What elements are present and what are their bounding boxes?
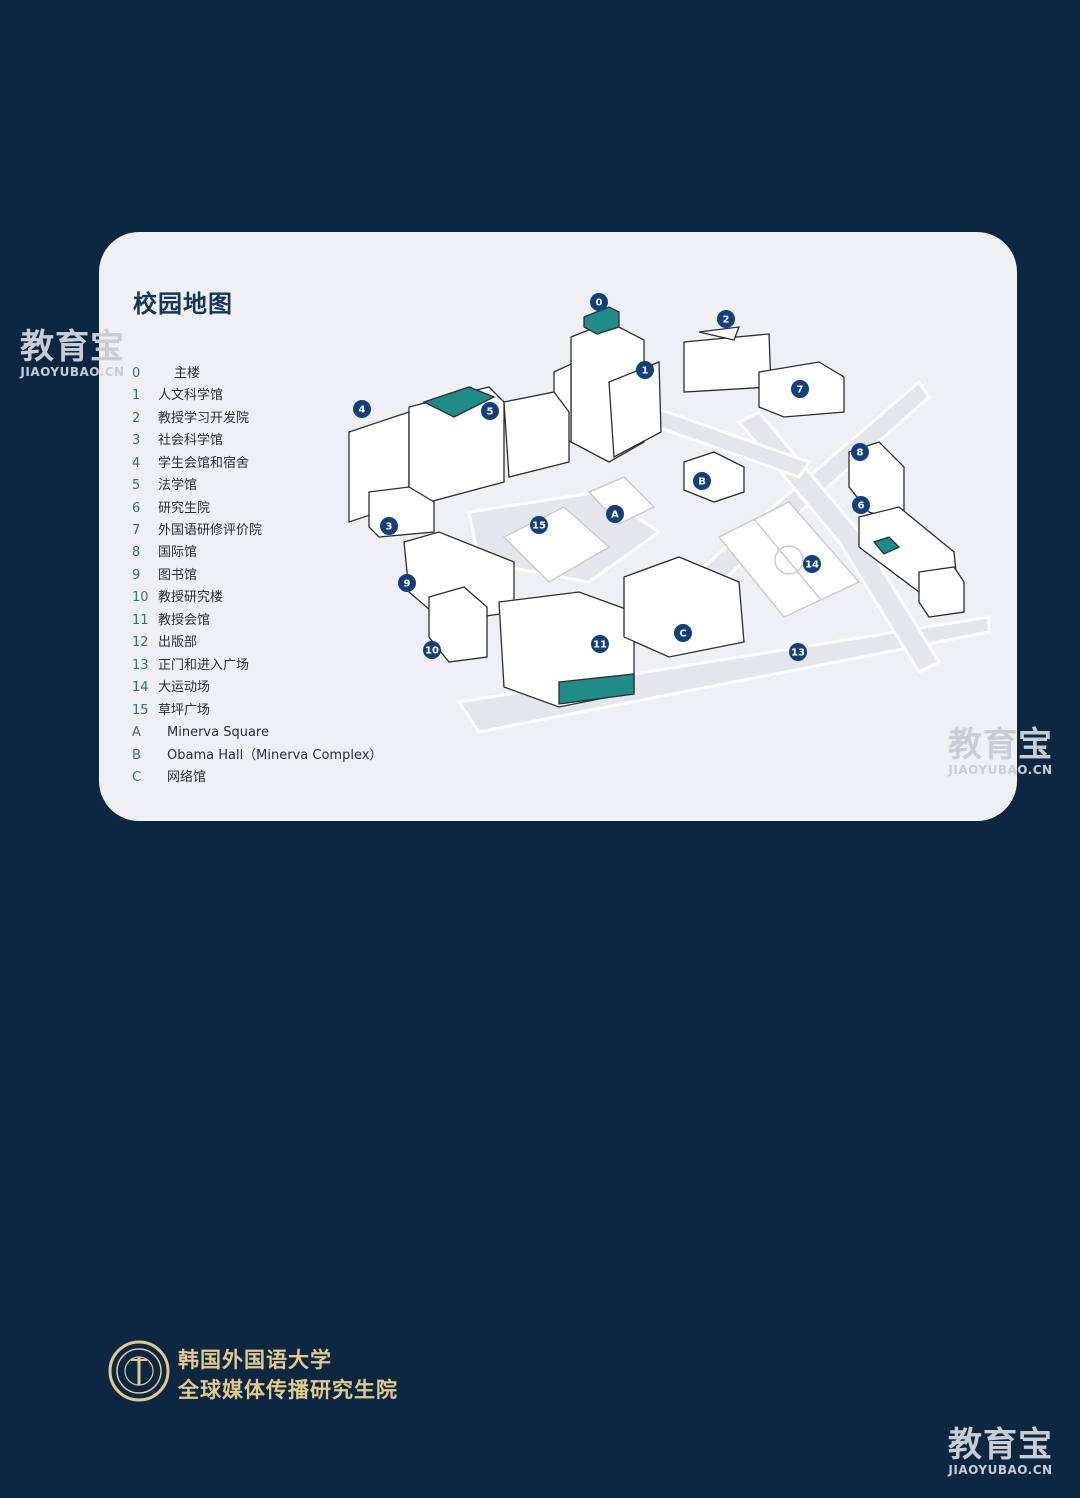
marker-7[interactable]: 7 [791, 380, 809, 398]
marker-C[interactable]: C [674, 624, 692, 642]
svg-text:15: 15 [532, 521, 546, 532]
legend-label: 草坪广场 [158, 703, 211, 718]
legend-label: 外国语研修评价院 [158, 523, 263, 538]
marker-B[interactable]: B [693, 472, 711, 490]
legend-label: 出版部 [158, 635, 198, 650]
campus-map-card: 校园地图 0 主楼 1 人文科学馆 2 教授学习开发院 3 社会科学馆 4 学生会馆和宿舍… [99, 232, 1017, 821]
legend-key: 11 [132, 613, 149, 628]
legend-key: 3 [132, 433, 141, 448]
marker-5[interactable]: 5 [481, 402, 499, 420]
marker-9[interactable]: 9 [398, 574, 416, 592]
legend-key: 12 [132, 635, 149, 650]
marker-A[interactable]: A [606, 505, 624, 523]
legend-label: 网络馆 [167, 770, 207, 785]
legend-key: 15 [132, 703, 149, 718]
marker-10[interactable]: 10 [423, 641, 441, 659]
legend-key: 1 [132, 388, 141, 403]
legend-label: 教授会馆 [158, 613, 211, 628]
map-markers: 0 1 2 3 4 5 6 7 8 9 10 11 13 14 15 A B C [353, 293, 870, 661]
legend-label: 主楼 [174, 366, 201, 381]
legend-label: 图书馆 [158, 568, 198, 583]
legend-label: 教授学习开发院 [158, 411, 250, 426]
watermark-cn: 教育宝 [948, 725, 1053, 765]
watermark-en: JIAOYUBAO.CN [20, 365, 125, 379]
svg-text:11: 11 [593, 640, 607, 651]
watermark-cn: 教育宝 [20, 327, 125, 367]
svg-text:C: C [679, 629, 686, 640]
map-title: 校园地图 [133, 290, 233, 318]
map-buildings [348, 306, 965, 708]
svg-text:9: 9 [404, 579, 411, 590]
watermark: 教育宝 JIAOYUBAO.CN [20, 330, 125, 378]
svg-text:13: 13 [791, 648, 805, 659]
campus-map-illustration: 0 1 2 3 4 5 6 7 8 9 10 11 13 14 15 A B C [348, 293, 991, 734]
legend-key: 0 [132, 366, 141, 381]
svg-text:1: 1 [642, 366, 649, 377]
legend-key: 5 [132, 478, 141, 493]
svg-text:5: 5 [487, 407, 494, 418]
footer-school-name: 全球媒体传播研究生院 [178, 1378, 398, 1402]
marker-15[interactable]: 15 [530, 516, 548, 534]
watermark: 教育宝 JIAOYUBAO.CN [948, 1428, 1053, 1476]
legend-label: 国际馆 [158, 545, 198, 560]
legend-label: 研究生院 [158, 501, 211, 516]
svg-text:10: 10 [425, 646, 439, 657]
marker-11[interactable]: 11 [591, 635, 609, 653]
svg-text:2: 2 [723, 315, 730, 326]
svg-text:4: 4 [359, 405, 366, 416]
legend-key: 4 [132, 456, 141, 471]
marker-3[interactable]: 3 [380, 517, 398, 535]
legend-label: 大运动场 [158, 680, 211, 695]
svg-text:6: 6 [858, 501, 865, 512]
footer-university-name: 韩国外国语大学 [178, 1348, 332, 1372]
marker-6[interactable]: 6 [852, 496, 870, 514]
watermark-cn: 教育宝 [948, 1425, 1053, 1465]
svg-text:8: 8 [857, 448, 864, 459]
legend-key: 7 [132, 523, 141, 538]
svg-text:7: 7 [797, 385, 804, 396]
svg-text:14: 14 [805, 560, 819, 571]
legend-label: 社会科学馆 [158, 433, 224, 448]
legend-label: 正门和进入广场 [158, 658, 250, 673]
svg-text:3: 3 [386, 522, 393, 533]
legend-label: 教授研究楼 [158, 590, 224, 605]
legend-key: 13 [132, 658, 149, 673]
university-seal-icon [108, 1340, 170, 1402]
legend-key: 6 [132, 501, 141, 516]
legend-key: B [132, 748, 141, 763]
legend-label: Minerva Square [167, 725, 269, 740]
legend-key: 9 [132, 568, 141, 583]
watermark-en: JIAOYUBAO.CN [948, 763, 1053, 777]
svg-text:B: B [698, 477, 706, 488]
legend-key: 8 [132, 545, 141, 560]
marker-0[interactable]: 0 [590, 293, 608, 311]
legend-label: Obama Hall（Minerva Complex） [167, 748, 383, 763]
legend-key: A [132, 725, 141, 740]
marker-13[interactable]: 13 [789, 643, 807, 661]
svg-text:A: A [611, 510, 619, 521]
marker-1[interactable]: 1 [636, 361, 654, 379]
marker-14[interactable]: 14 [803, 555, 821, 573]
legend-label: 学生会馆和宿舍 [158, 456, 250, 471]
legend-label: 人文科学馆 [158, 388, 224, 403]
marker-4[interactable]: 4 [353, 400, 371, 418]
marker-8[interactable]: 8 [851, 443, 869, 461]
legend-label: 法学馆 [158, 478, 198, 493]
legend-key: C [132, 770, 142, 785]
watermark-en: JIAOYUBAO.CN [948, 1463, 1053, 1477]
marker-2[interactable]: 2 [717, 310, 735, 328]
legend-key: 2 [132, 411, 141, 426]
svg-text:0: 0 [596, 298, 603, 309]
legend-key: 14 [132, 680, 149, 695]
legend-key: 10 [132, 590, 149, 605]
watermark: 教育宝 JIAOYUBAO.CN [948, 728, 1053, 776]
